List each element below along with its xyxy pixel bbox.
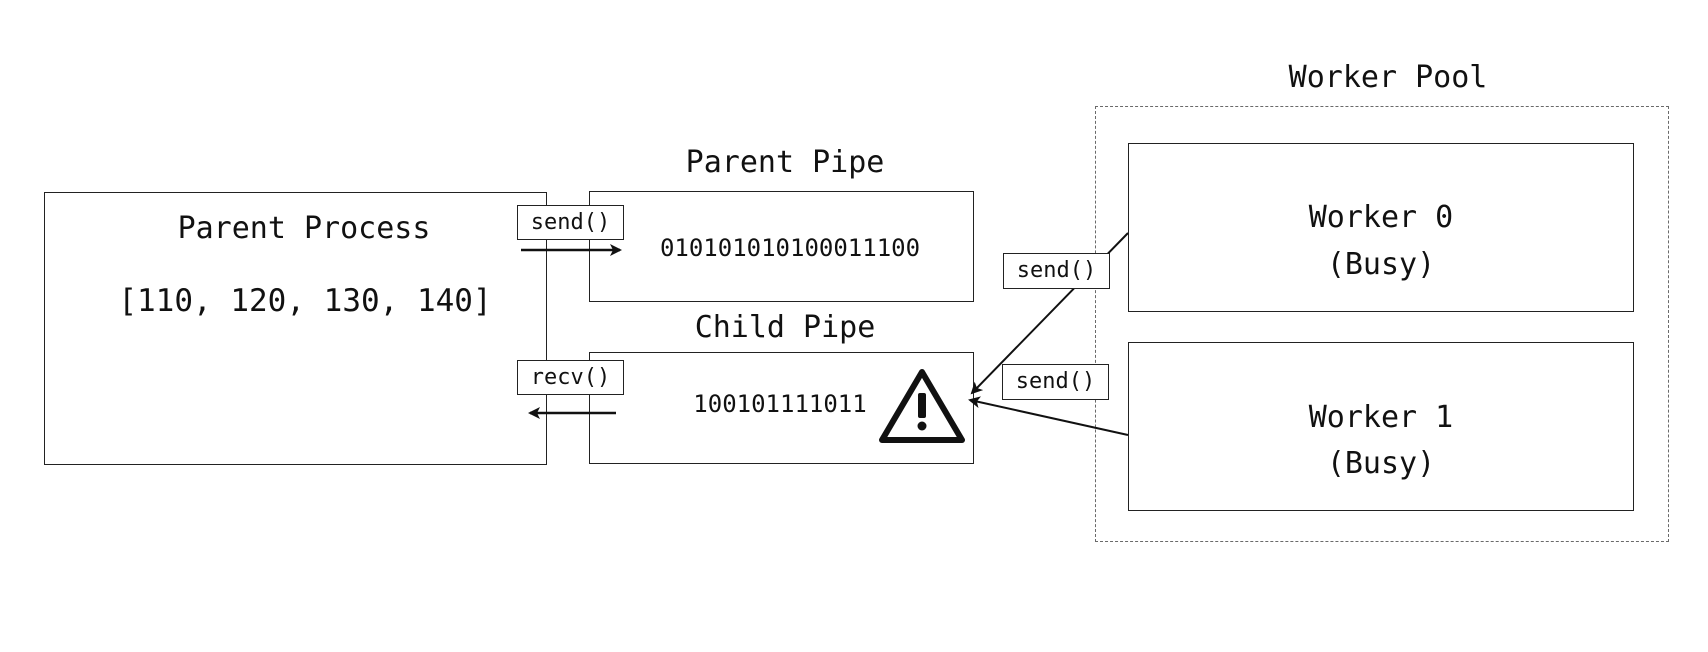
worker-1-status: (Busy) [1326, 446, 1436, 481]
parent-process-data-list: [110, 120, 130, 140] [118, 283, 492, 319]
worker-0-send-label: send() [1003, 253, 1110, 289]
parent-pipe-box [589, 191, 974, 302]
parent-send-label: send() [517, 205, 624, 240]
parent-process-box [44, 192, 547, 465]
worker-1-name: Worker 1 [1308, 400, 1454, 435]
child-pipe-title: Child Pipe [694, 310, 876, 345]
worker-0-box: Worker 0 (Busy) [1128, 143, 1634, 312]
worker-pool-title: Worker Pool [1288, 60, 1488, 95]
worker-0-status: (Busy) [1326, 247, 1436, 282]
parent-process-title: Parent Process [177, 211, 431, 246]
parent-pipe-bits: 010101010100011100 [659, 234, 921, 262]
parent-recv-label: recv() [517, 360, 624, 395]
worker-0-name: Worker 0 [1308, 200, 1454, 235]
worker-1-send-label: send() [1002, 364, 1109, 400]
worker-1-box: Worker 1 (Busy) [1128, 342, 1634, 511]
parent-pipe-title: Parent Pipe [685, 145, 885, 180]
child-pipe-bits: 100101111011 [693, 390, 867, 418]
